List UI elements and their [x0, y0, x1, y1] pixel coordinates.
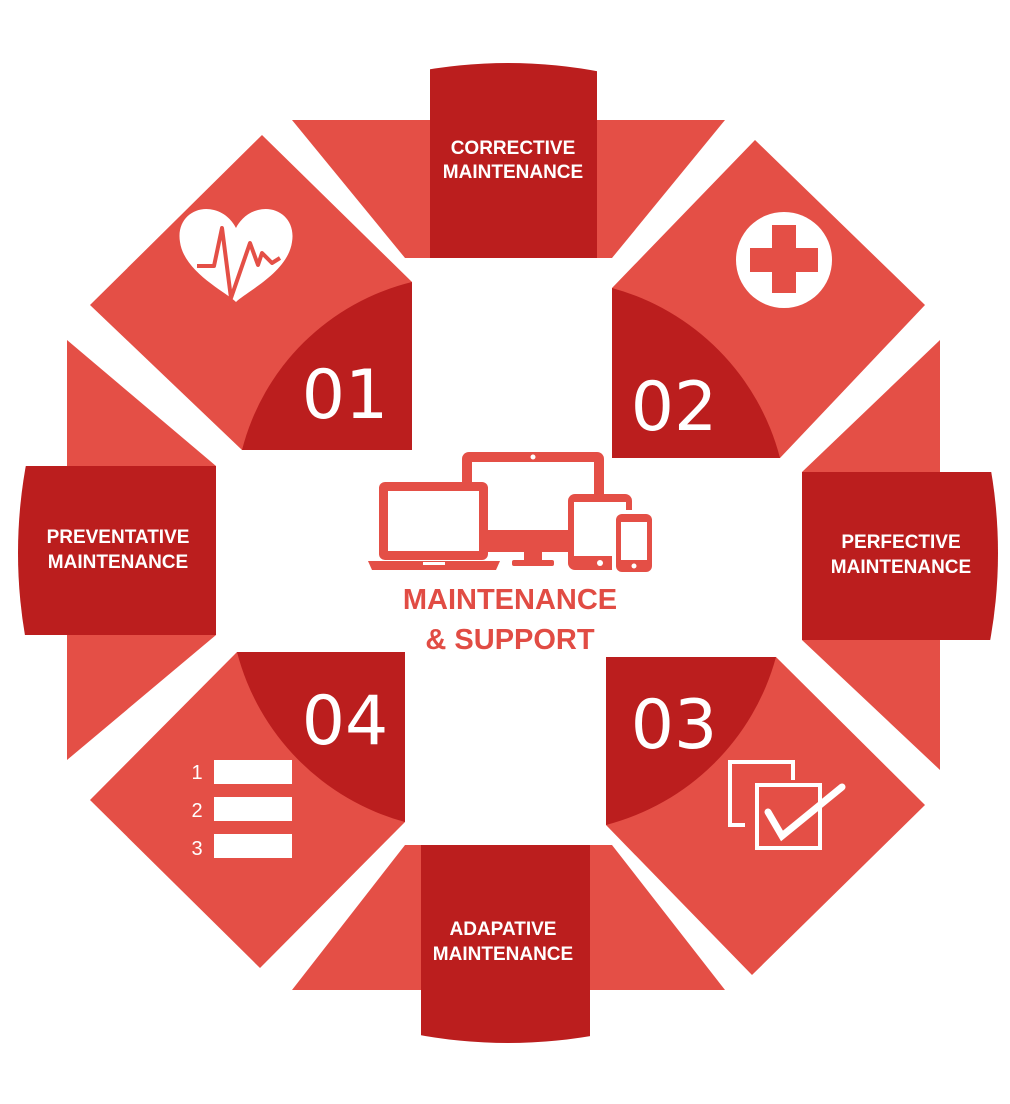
segment-adaptive: ADAPATIVE MAINTENANCE — [292, 845, 725, 1043]
numbered-list-icon: 1 2 3 — [191, 760, 292, 860]
segment-perfective-band — [802, 472, 998, 640]
laptop-icon — [368, 482, 500, 570]
step-01-number: 01 — [302, 356, 389, 435]
corrective-label-line1: CORRECTIVE — [451, 138, 576, 159]
step-04-arc — [237, 652, 405, 822]
step-03-arc — [606, 657, 776, 825]
list-bar-1 — [214, 760, 292, 784]
checkbox-icon — [728, 760, 846, 850]
center-title-line2: & SUPPORT — [425, 624, 594, 656]
segment-perfective: PERFECTIVE MAINTENANCE — [802, 340, 998, 770]
segment-corrective: CORRECTIVE MAINTENANCE — [292, 63, 725, 258]
list-bar-2 — [214, 797, 292, 821]
medical-cross-icon — [736, 212, 832, 308]
adaptive-label-line2: MAINTENANCE — [433, 944, 573, 965]
list-number-3: 3 — [191, 838, 202, 860]
heartbeat-icon — [179, 208, 293, 302]
segment-adaptive-band — [421, 845, 590, 1043]
step-02-arc — [612, 288, 780, 458]
segment-corrective-band — [430, 63, 597, 258]
responsive-devices-icon — [368, 452, 656, 576]
perfective-label-line2: MAINTENANCE — [831, 557, 971, 578]
segment-preventative: PREVENTATIVE MAINTENANCE — [18, 340, 216, 760]
step-01-arc — [242, 282, 412, 450]
step-03-number: 03 — [631, 686, 718, 765]
step-03: 03 — [606, 657, 925, 975]
adaptive-label-line1: ADAPATIVE — [450, 919, 557, 940]
preventative-label-line2: MAINTENANCE — [48, 552, 188, 573]
list-bar-3 — [214, 834, 292, 858]
perfective-label-line1: PERFECTIVE — [841, 532, 960, 553]
step-01: 01 — [90, 135, 412, 450]
list-number-1: 1 — [191, 762, 202, 784]
center-title-line1: MAINTENANCE — [403, 584, 617, 616]
step-02-number: 02 — [631, 368, 718, 447]
list-number-2: 2 — [191, 800, 202, 822]
phone-icon — [612, 510, 656, 576]
preventative-label-line1: PREVENTATIVE — [47, 527, 190, 548]
corrective-label-line2: MAINTENANCE — [443, 162, 583, 183]
segment-preventative-band — [18, 466, 216, 635]
step-04-number: 04 — [302, 682, 389, 761]
